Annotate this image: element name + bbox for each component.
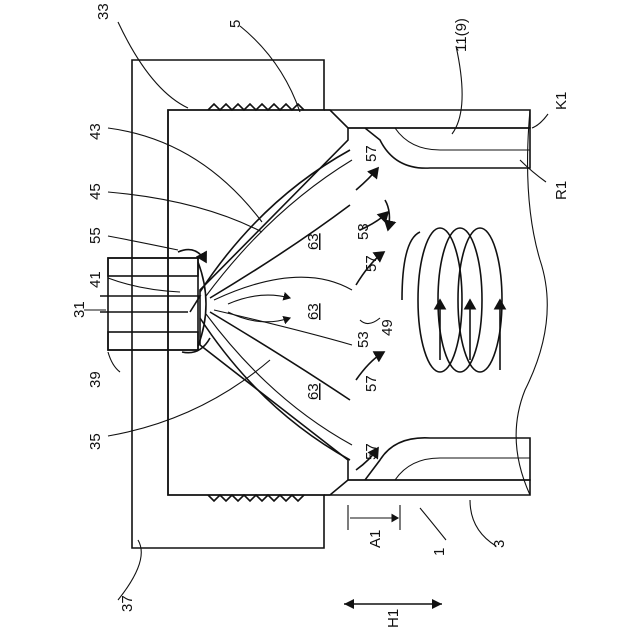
label-r1: R1 — [553, 181, 570, 200]
label-57-b: 57 — [363, 255, 380, 272]
label-11-9: 11(9) — [453, 18, 470, 52]
label-41: 41 — [87, 271, 104, 288]
label-k1: K1 — [553, 92, 570, 110]
label-1: 1 — [431, 548, 448, 556]
label-h1: H1 — [385, 609, 402, 628]
direction-h1 — [344, 599, 442, 609]
nozzle-tube-31 — [100, 258, 206, 350]
label-57-c: 57 — [363, 375, 380, 392]
thread-bottom — [208, 495, 304, 501]
label-63-a: 63 — [305, 233, 322, 250]
outlet-arrows-57 — [356, 168, 388, 470]
label-57-a: 57 — [363, 145, 380, 162]
label-63-b: 63 — [305, 303, 322, 320]
label-39: 39 — [87, 371, 104, 388]
label-37: 37 — [119, 595, 136, 612]
label-43: 43 — [87, 123, 104, 140]
label-5: 5 — [227, 20, 244, 28]
label-3: 3 — [491, 540, 508, 548]
swirl-vanes-53 — [200, 150, 352, 460]
label-45: 45 — [87, 183, 104, 200]
label-55: 55 — [87, 227, 104, 244]
label-53-a: 53 — [355, 223, 372, 240]
thread-top — [208, 104, 304, 110]
label-49: 49 — [379, 319, 396, 336]
label-31: 31 — [71, 301, 88, 318]
label-57-d: 57 — [363, 443, 380, 460]
label-35: 35 — [87, 433, 104, 450]
label-63-c: 63 — [305, 383, 322, 400]
label-53-b: 53 — [355, 331, 372, 348]
swirl-flow-49 — [385, 200, 502, 372]
dimension-a1 — [348, 505, 400, 530]
label-a1: A1 — [367, 530, 384, 548]
label-33: 33 — [95, 3, 112, 20]
